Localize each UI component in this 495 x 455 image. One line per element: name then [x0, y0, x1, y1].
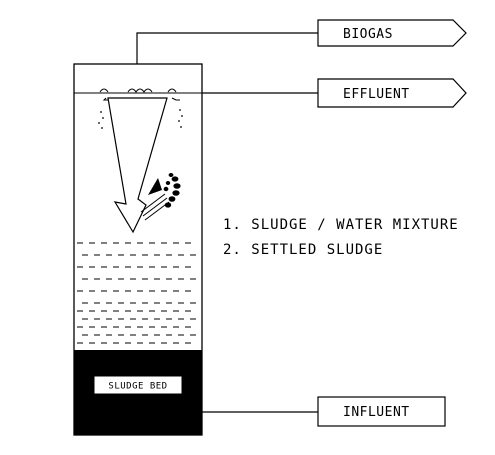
- effluent-tag: [317, 78, 467, 108]
- sludge-blanket-dashes: [77, 242, 196, 344]
- influent-tag: [317, 396, 446, 427]
- sludge-water-mixture-cloud: [163, 173, 181, 208]
- influent-label: INFLUENT: [343, 405, 410, 420]
- sludge-bed-label: SLUDGE BED: [108, 382, 167, 392]
- legend-item-2: 2. SETTLED SLUDGE: [223, 242, 383, 258]
- settled-sludge-wedge: [148, 178, 162, 195]
- effluent-label: EFFLUENT: [343, 87, 410, 102]
- biogas-pipe: [136, 32, 318, 64]
- biogas-label: BIOGAS: [343, 27, 393, 42]
- downflow-arrow: [107, 97, 168, 234]
- biogas-tag: [317, 19, 467, 47]
- sludge-bed-label-box: [93, 375, 183, 395]
- gas-bubbles: [98, 109, 183, 129]
- legend: 1. SLUDGE / WATER MIXTURE 2. SETTLED SLU…: [223, 217, 459, 258]
- legend-item-1: 1. SLUDGE / WATER MIXTURE: [223, 217, 459, 233]
